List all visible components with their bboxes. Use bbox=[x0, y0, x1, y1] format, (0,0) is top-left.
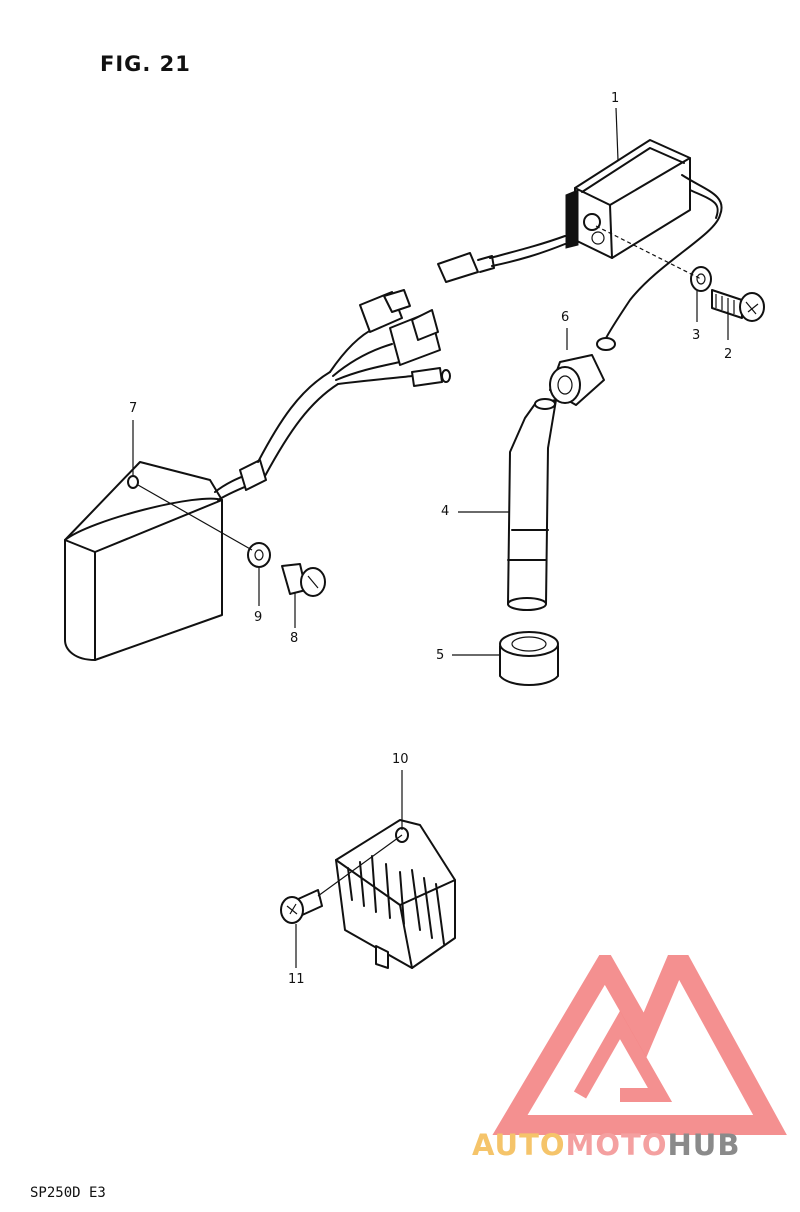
part-10-regulator bbox=[335, 819, 456, 969]
callout-11: 11 bbox=[288, 972, 305, 987]
watermark-text: AUTOMOTOHUB bbox=[472, 1128, 740, 1162]
leader-lines bbox=[132, 107, 729, 968]
callout-7: 7 bbox=[129, 401, 138, 416]
callout-1: 1 bbox=[611, 91, 620, 106]
part-9-washer bbox=[247, 542, 271, 568]
callout-5: 5 bbox=[436, 648, 445, 663]
part-1-control-unit bbox=[437, 139, 723, 351]
callout-9: 9 bbox=[254, 610, 263, 625]
part-11-screw bbox=[280, 889, 323, 924]
part-4-hose bbox=[507, 398, 557, 611]
callout-3: 3 bbox=[692, 328, 701, 343]
callout-2: 2 bbox=[724, 347, 733, 362]
watermark-moto: MOTO bbox=[565, 1128, 668, 1162]
part-6-grommet bbox=[549, 354, 605, 406]
model-code: SP250D E3 bbox=[30, 1185, 106, 1201]
callout-4: 4 bbox=[441, 504, 450, 519]
part-8-screw bbox=[281, 563, 326, 597]
figure-title: FIG. 21 bbox=[100, 52, 191, 76]
callout-10: 10 bbox=[392, 752, 409, 767]
part-5-cap bbox=[499, 631, 559, 686]
callout-6: 6 bbox=[561, 310, 570, 325]
callout-8: 8 bbox=[290, 631, 299, 646]
watermark-auto: AUTO bbox=[472, 1128, 566, 1162]
part-3-washer bbox=[690, 266, 712, 292]
part-7-igniter-unit bbox=[64, 289, 451, 661]
watermark-logo-icon bbox=[492, 955, 787, 1135]
part-2-bolt bbox=[711, 289, 765, 322]
watermark-hub: HUB bbox=[667, 1128, 741, 1162]
